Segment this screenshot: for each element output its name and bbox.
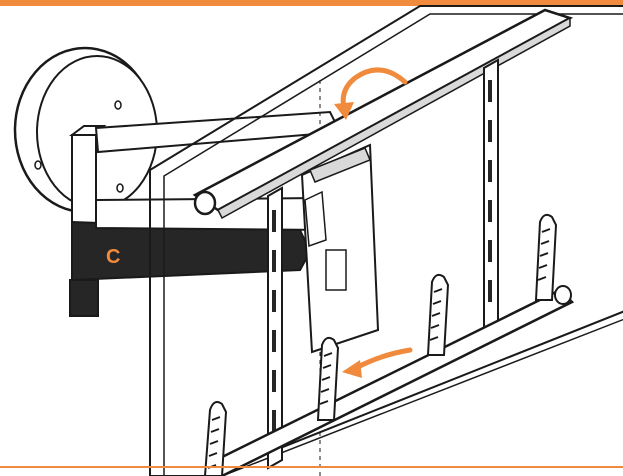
step-label: C [106,246,120,268]
bottom-rail [210,285,575,476]
cable-hook-4 [534,213,558,301]
cable-hook-3 [426,273,450,356]
slide-arrow-icon [342,347,413,378]
top-rail [192,8,574,220]
screw-hole [116,183,124,193]
mounting-rail-right [483,58,499,332]
cable-hook-1 [203,401,228,476]
rotate-arrow-icon [334,67,408,120]
bottom-orange-rule [0,466,623,468]
top-orange-rule [0,0,623,6]
cable-hook-2 [316,336,340,421]
screw-hole [114,100,122,110]
screw-hole [34,160,42,170]
center-bracket [300,143,380,354]
mounting-rail-left [267,186,283,470]
